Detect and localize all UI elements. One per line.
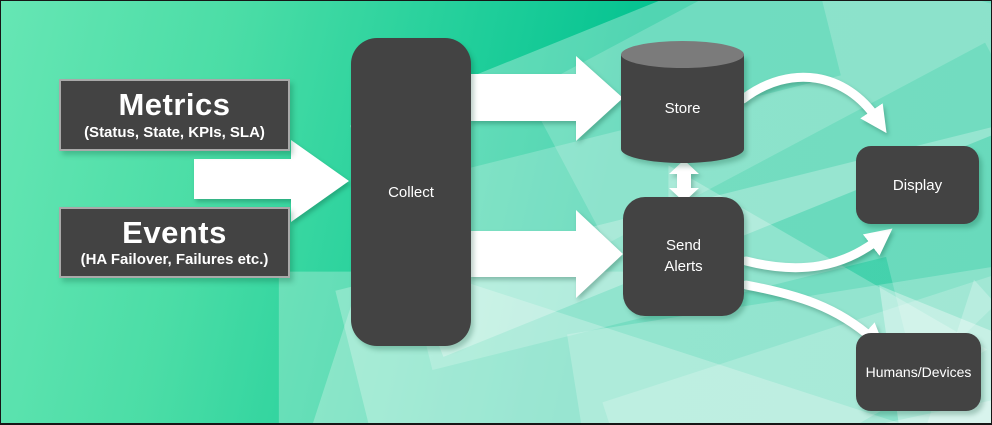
node-humans-devices: Humans/Devices — [856, 333, 981, 411]
store-label: Store — [664, 100, 701, 117]
arrow-collect-to-store — [469, 56, 623, 141]
arrow-inputs-to-collect — [194, 140, 349, 222]
collect-label: Collect — [388, 183, 434, 201]
events-subtitle: (HA Failover, Failures etc.) — [80, 251, 269, 269]
metrics-title: Metrics — [118, 87, 231, 123]
metrics-subtitle: (Status, State, KPIs, SLA) — [84, 123, 265, 141]
humans-devices-label: Humans/Devices — [865, 364, 972, 380]
arrow-store-to-display — [738, 72, 887, 134]
node-send-alerts: Send Alerts — [623, 197, 744, 316]
node-collect: Collect — [351, 38, 471, 346]
store-cylinder-body: Store — [621, 54, 744, 163]
node-events: Events (HA Failover, Failures etc.) — [59, 207, 290, 278]
store-cylinder-top — [621, 41, 744, 68]
arrow-send-alerts-to-display — [741, 228, 893, 273]
arrow-store-send-alerts-bidirectional — [669, 160, 699, 202]
node-display: Display — [856, 146, 979, 224]
arrow-send-alerts-to-humans — [741, 280, 886, 351]
send-alerts-label: Send Alerts — [664, 237, 703, 275]
events-title: Events — [122, 214, 227, 250]
arrow-collect-to-send-alerts — [469, 210, 623, 298]
display-label: Display — [892, 176, 943, 194]
node-store: Store — [621, 41, 744, 163]
node-metrics: Metrics (Status, State, KPIs, SLA) — [59, 79, 290, 151]
